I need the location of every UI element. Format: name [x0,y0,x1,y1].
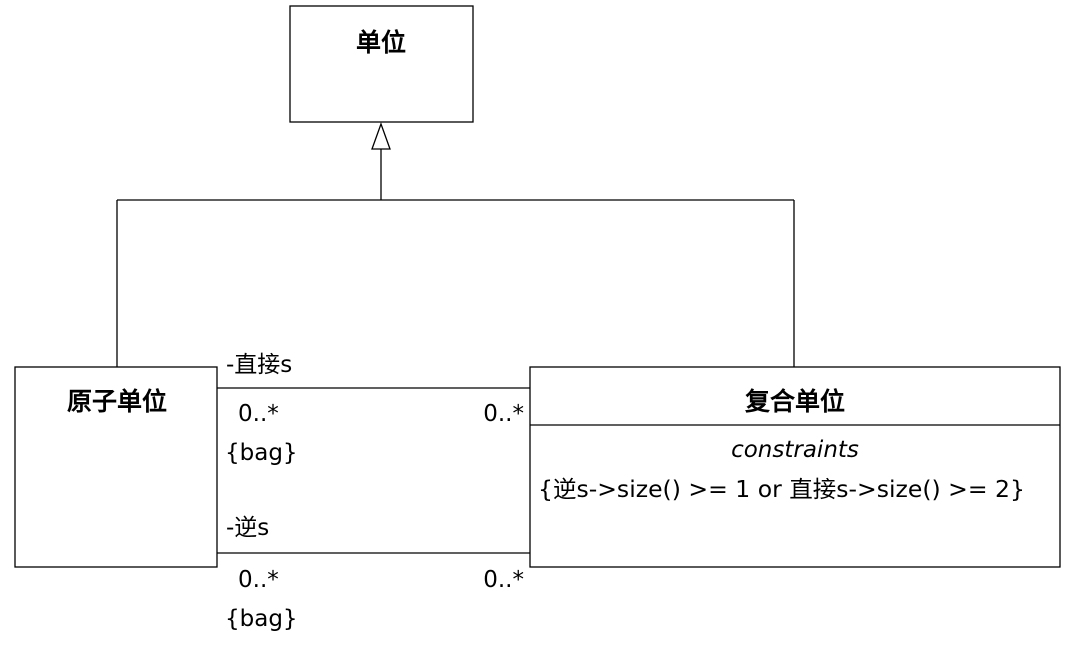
class-atomic[interactable]: 原子单位 [14,366,218,568]
association-inverse-source-constraint: {bag} [225,606,298,632]
association-direct-target-multiplicity: 0..* [483,401,524,427]
association-inverse-role: -逆s [226,515,269,541]
association-direct-source-multiplicity: 0..* [238,401,279,427]
association-direct[interactable]: -直接s 0..* {bag} 0..* [217,352,530,466]
constraints-heading: constraints [731,437,859,463]
generalization-connector [116,122,795,367]
constraint-expression: {逆s->size() >= 1 or 直接s->size() >= 2} [538,477,1025,503]
association-inverse-target-multiplicity: 0..* [483,567,524,593]
class-parent[interactable]: 单位 [289,5,474,123]
class-parent-name: 单位 [356,28,406,57]
generalization-arrowhead [371,122,391,150]
class-atomic-name: 原子单位 [67,387,167,416]
association-inverse-source-multiplicity: 0..* [238,567,279,593]
association-direct-source-constraint: {bag} [225,440,298,466]
class-composite[interactable]: 复合单位 constraints {逆s->size() >= 1 or 直接s… [529,366,1061,568]
class-composite-name: 复合单位 [745,387,845,416]
association-direct-role: -直接s [226,352,292,378]
association-inverse[interactable]: -逆s 0..* {bag} 0..* [217,515,530,632]
